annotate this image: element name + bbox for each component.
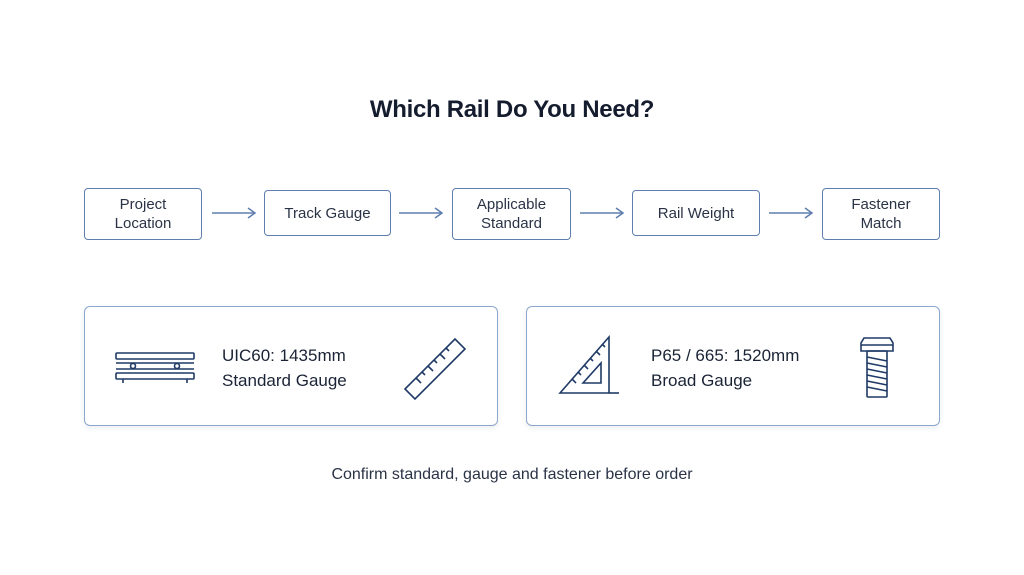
step-label: Applicable (476, 196, 547, 213)
footer-note: Confirm standard, gauge and fastener bef… (331, 466, 693, 483)
step-rail-weight: Rail Weight (632, 190, 760, 236)
rail-profile-icon (115, 352, 195, 383)
step-label: Fastener (851, 196, 911, 213)
step-track-gauge: Track Gauge (264, 190, 391, 236)
diagram-title: Which Rail Do You Need? (369, 96, 655, 123)
arrow-right-icon (580, 207, 625, 219)
step-label: Match (860, 215, 902, 232)
arrow-right-icon (399, 207, 444, 219)
step-label: Project (119, 196, 167, 213)
step-label: Location (114, 215, 172, 232)
arrow-right-icon (212, 207, 257, 219)
set-square-icon (558, 334, 619, 394)
bolt-icon (860, 337, 894, 398)
step-label: Rail Weight (657, 204, 735, 222)
card-gauge: Standard Gauge (222, 371, 347, 390)
card-spec: UIC60: 1435mm (222, 346, 346, 365)
step-label: Track Gauge (284, 204, 371, 222)
rail-option-card-uic60: UIC60: 1435mm Standard Gauge (84, 306, 498, 426)
ruler-icon (403, 337, 467, 401)
arrow-right-icon (769, 207, 814, 219)
rail-option-card-p65: P65 / 665: 1520mm Broad Gauge (526, 306, 940, 426)
card-spec: P65 / 665: 1520mm (651, 346, 800, 365)
card-gauge: Broad Gauge (651, 371, 753, 390)
step-label: Standard (481, 215, 542, 232)
